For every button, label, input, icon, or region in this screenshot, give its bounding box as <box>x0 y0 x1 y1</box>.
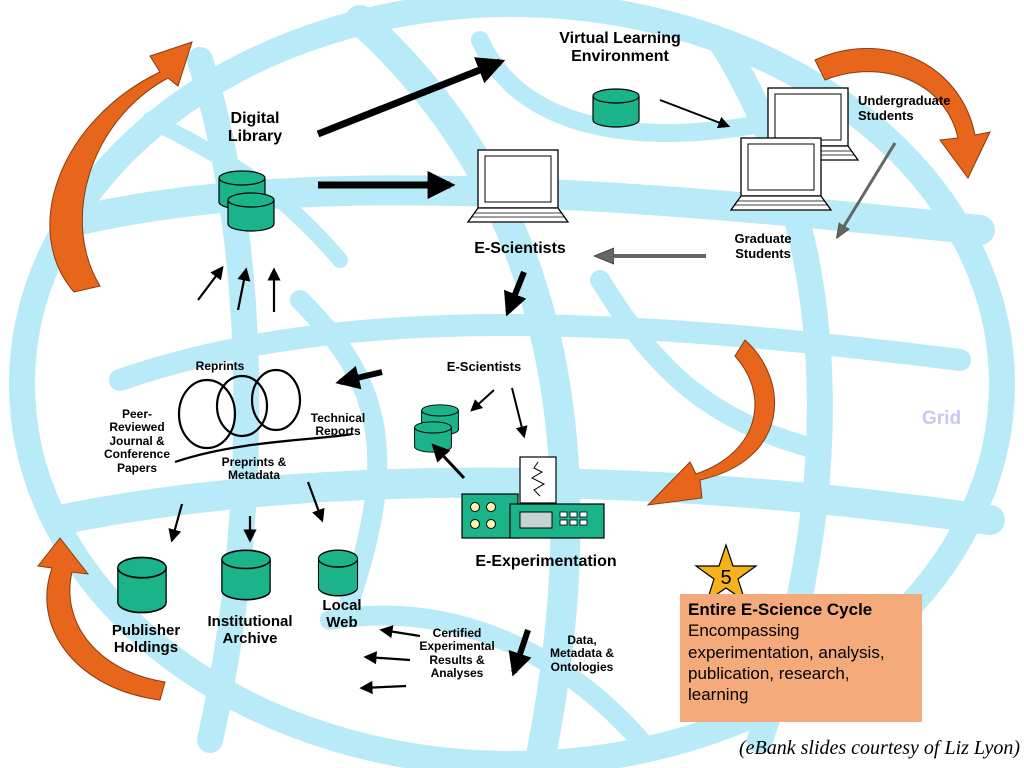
label-preprints: Preprints & Metadata <box>221 455 287 483</box>
cycle-arrows <box>37 41 991 701</box>
publisher-cylinder <box>116 556 168 614</box>
cycle-arrow-top-left <box>49 41 193 293</box>
label-graduate: Graduate Students <box>734 231 792 261</box>
label-escientists-mid: E-Scientists <box>446 359 522 374</box>
graduate-laptop <box>730 137 832 211</box>
label-local-web: Local Web <box>322 597 362 631</box>
arrow-escientists-to-experiment <box>511 387 528 439</box>
experiment-data-cylinder-front <box>414 421 452 453</box>
arrow-certified-3 <box>359 680 407 695</box>
label-vle: Virtual Learning Environment <box>559 30 681 65</box>
cycle-summary-box: Entire E-Science Cycle Encompassing expe… <box>680 594 922 722</box>
arrow-vle-to-students <box>659 99 731 129</box>
label-institutional: Institutional Archive <box>207 613 293 647</box>
institutional-cylinder <box>221 549 271 601</box>
cycle-arrow-top-right <box>814 48 991 179</box>
label-undergraduate: Undergraduate Students <box>858 93 951 123</box>
arrow-library-to-vle <box>316 57 506 138</box>
arrow-up-middle <box>236 267 251 311</box>
cycle-arrow-middle-right <box>646 339 775 506</box>
arrow-undergrad-to-grad <box>838 142 897 236</box>
arrow-escientists-down <box>503 270 527 317</box>
cycle-description: Encompassing experimentation, analysis, … <box>688 621 885 705</box>
arrow-to-publisher <box>168 503 184 543</box>
label-certified: Certified Experimental Results & Analyse… <box>419 626 495 681</box>
digital-library-cylinder-front <box>227 192 275 232</box>
credit-line: (eBank slides courtesy of Liz Lyon) <box>738 737 1020 759</box>
vle-cylinder <box>592 88 640 128</box>
arrow-up-left <box>197 265 224 301</box>
label-peer-reviewed: Peer- Reviewed Journal & Conference Pape… <box>103 407 171 475</box>
arrow-data-down <box>508 629 532 677</box>
label-grid: Grid <box>922 408 962 429</box>
arrow-escientists-to-data <box>470 389 495 412</box>
escientists-laptop <box>467 149 569 223</box>
publication-coil <box>174 368 353 464</box>
step-star <box>694 543 758 603</box>
label-data-metadata: Data, Metadata & Ontologies <box>549 633 614 674</box>
label-eexperimentation: E-Experimentation <box>475 553 617 570</box>
label-technical-reports: Technical Reports <box>310 411 366 439</box>
experiment-apparatus <box>461 456 605 539</box>
step-number: 5 <box>720 567 732 589</box>
arrow-certified-1 <box>379 625 421 639</box>
label-reprints: Reprints <box>195 359 245 373</box>
label-publisher: Publisher Holdings <box>111 622 181 656</box>
arrow-experiment-to-data <box>431 443 466 480</box>
label-escientists-top: E-Scientists <box>474 240 566 257</box>
arrow-to-publications <box>335 365 383 390</box>
arrow-certified-2 <box>363 651 411 665</box>
label-digital-library: Digital Library <box>227 110 283 145</box>
local-web-cylinder <box>317 549 359 597</box>
cycle-arrow-bottom-left <box>37 537 166 701</box>
arrow-to-local-web <box>306 481 325 523</box>
cycle-title: Entire E-Science Cycle <box>688 600 873 619</box>
